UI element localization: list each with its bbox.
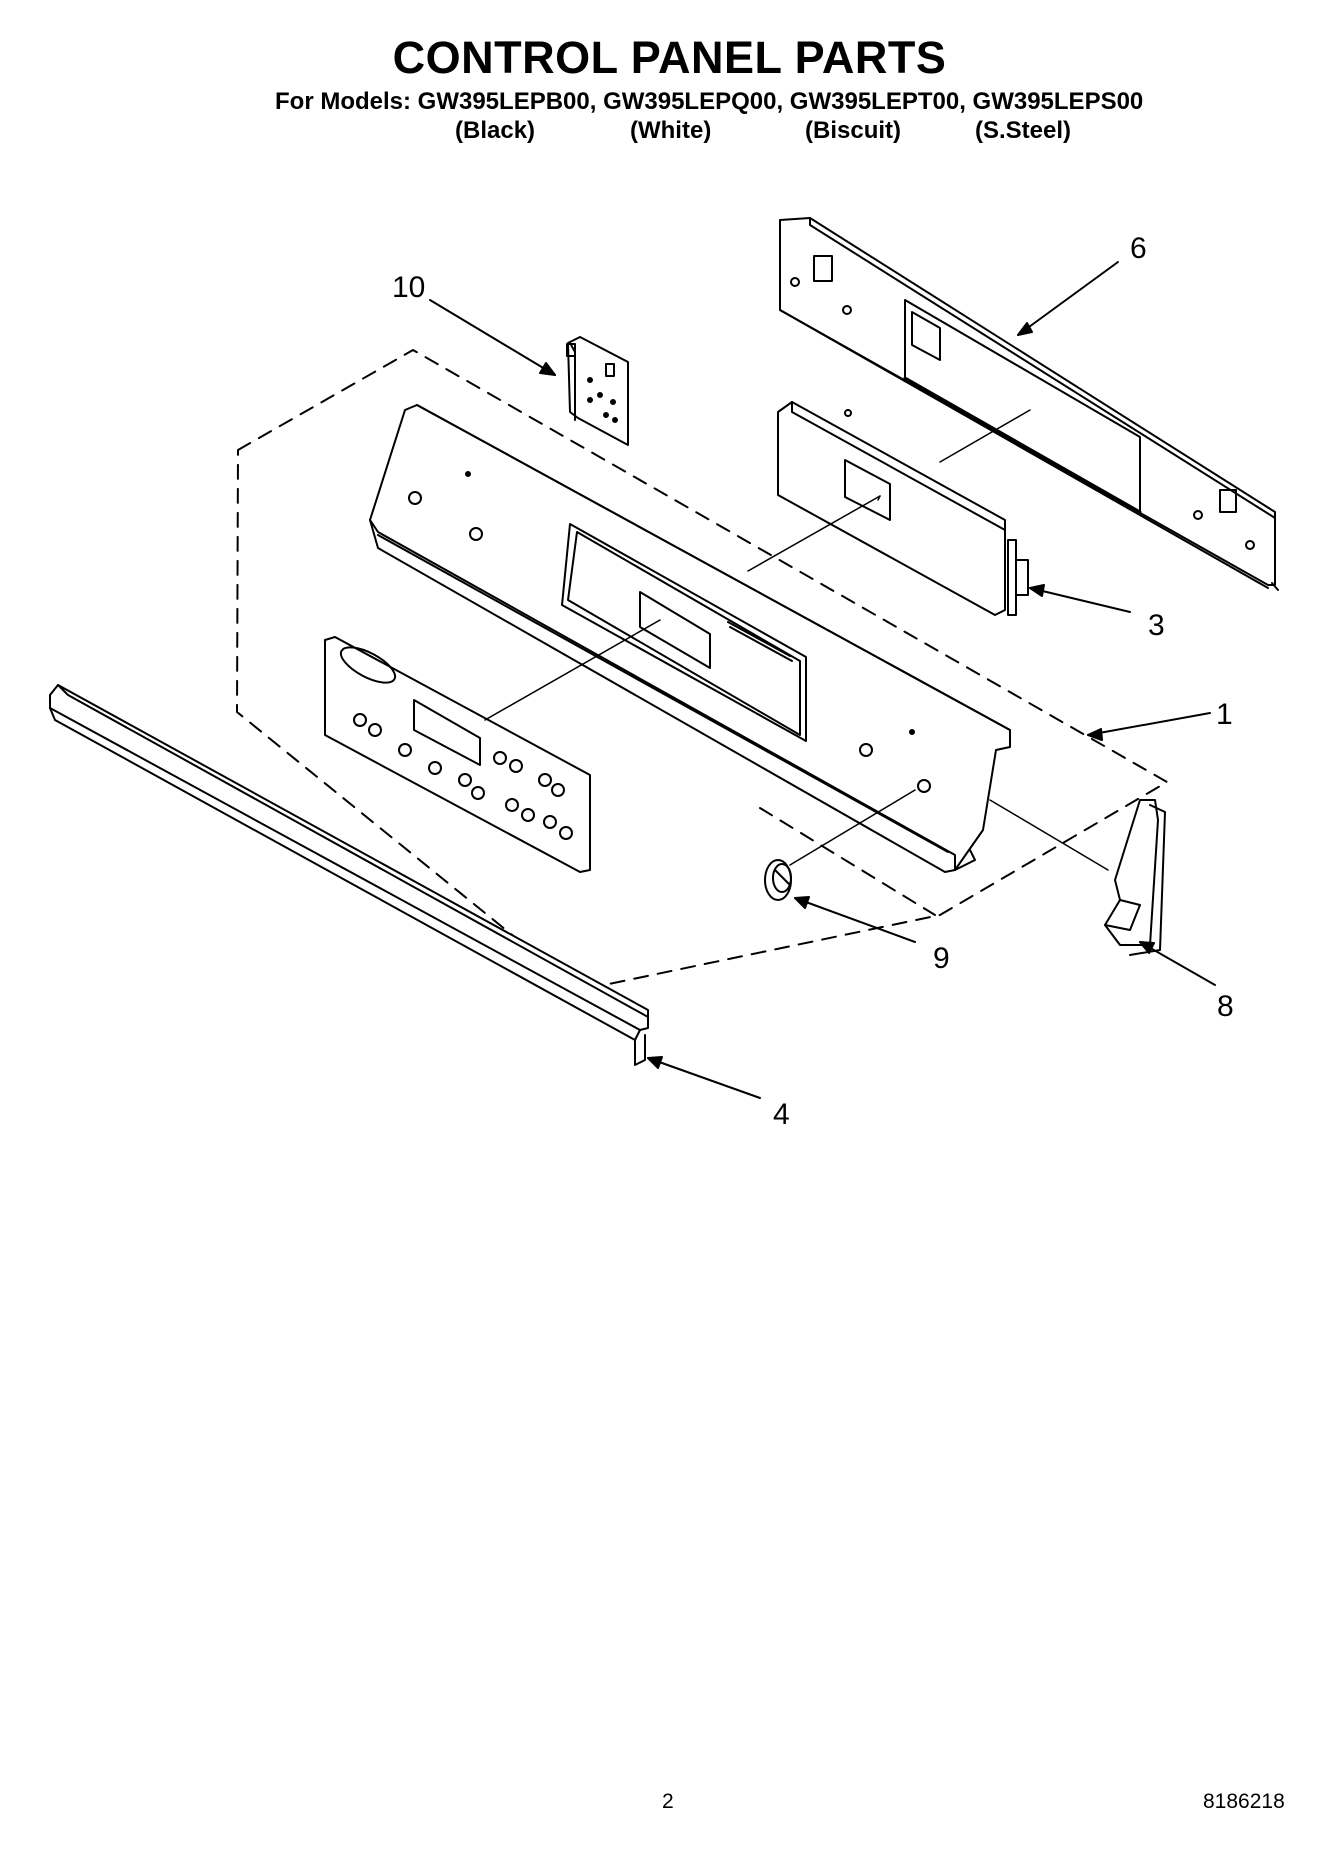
part-9-knob bbox=[764, 859, 792, 901]
assembly-lines bbox=[484, 409, 1109, 871]
part-8-end-cap bbox=[1104, 799, 1166, 956]
color-black: (Black) bbox=[455, 117, 536, 144]
callout-9: 9 bbox=[933, 942, 950, 975]
control-overlay bbox=[324, 636, 591, 873]
doc-number: 8186218 bbox=[1203, 1790, 1285, 1813]
callout-6: 6 bbox=[1130, 232, 1147, 265]
callout-3: 3 bbox=[1148, 609, 1165, 642]
assembly-outline bbox=[236, 349, 1168, 991]
color-white: (White) bbox=[630, 117, 712, 144]
callout-4: 4 bbox=[773, 1098, 790, 1131]
page-title: CONTROL PANEL PARTS bbox=[392, 32, 947, 83]
part-4-trim-strip bbox=[49, 684, 649, 1066]
callout-1: 1 bbox=[1216, 698, 1233, 731]
callout-10: 10 bbox=[392, 271, 425, 304]
part-10-control-board bbox=[566, 336, 629, 446]
page-number: 2 bbox=[662, 1790, 674, 1813]
leader-lines bbox=[429, 261, 1216, 1099]
part-3-control-housing bbox=[777, 401, 1029, 616]
callout-8: 8 bbox=[1217, 990, 1234, 1023]
color-steel: (S.Steel) bbox=[975, 117, 1072, 144]
part-6-rear-panel bbox=[779, 217, 1279, 591]
part-1-console bbox=[369, 404, 1011, 873]
models-line: For Models: GW395LEPB00, GW395LEPQ00, GW… bbox=[275, 88, 1144, 115]
color-biscuit: (Biscuit) bbox=[805, 117, 901, 144]
